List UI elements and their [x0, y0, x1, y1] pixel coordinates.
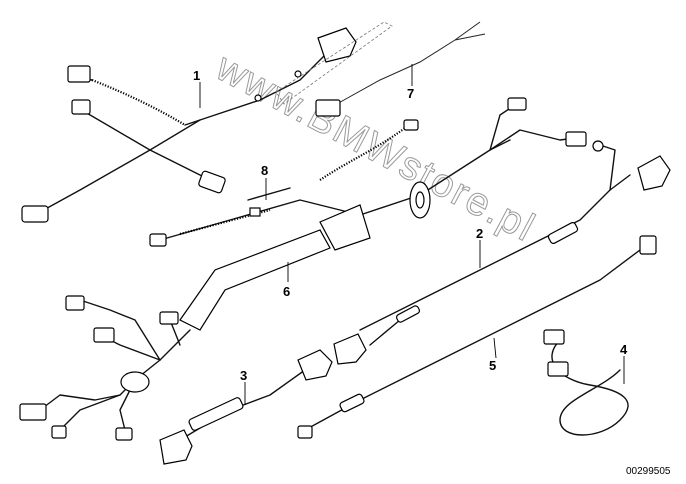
- part-5-cable: [297, 235, 657, 439]
- part-code: 00299505: [626, 466, 671, 477]
- leader-line-5: [493, 337, 497, 359]
- part-7-cable: [275, 21, 486, 117]
- part-8-cable: [247, 187, 291, 217]
- callout-7: 7: [407, 86, 414, 101]
- callout-5: 5: [489, 358, 496, 373]
- callout-8: 8: [261, 163, 268, 178]
- part-4-cable: [543, 329, 629, 436]
- part-6-cable-grommet: [149, 97, 587, 251]
- part-3-cable: [159, 349, 333, 465]
- callout-3: 3: [240, 368, 247, 383]
- callout-6: 6: [283, 284, 290, 299]
- lower-left-harness: [19, 229, 331, 441]
- callout-1: 1: [193, 68, 200, 83]
- part-2-cable: [333, 140, 671, 365]
- part-1-harness: [21, 27, 357, 223]
- callout-2: 2: [476, 226, 483, 241]
- callout-4: 4: [620, 342, 628, 357]
